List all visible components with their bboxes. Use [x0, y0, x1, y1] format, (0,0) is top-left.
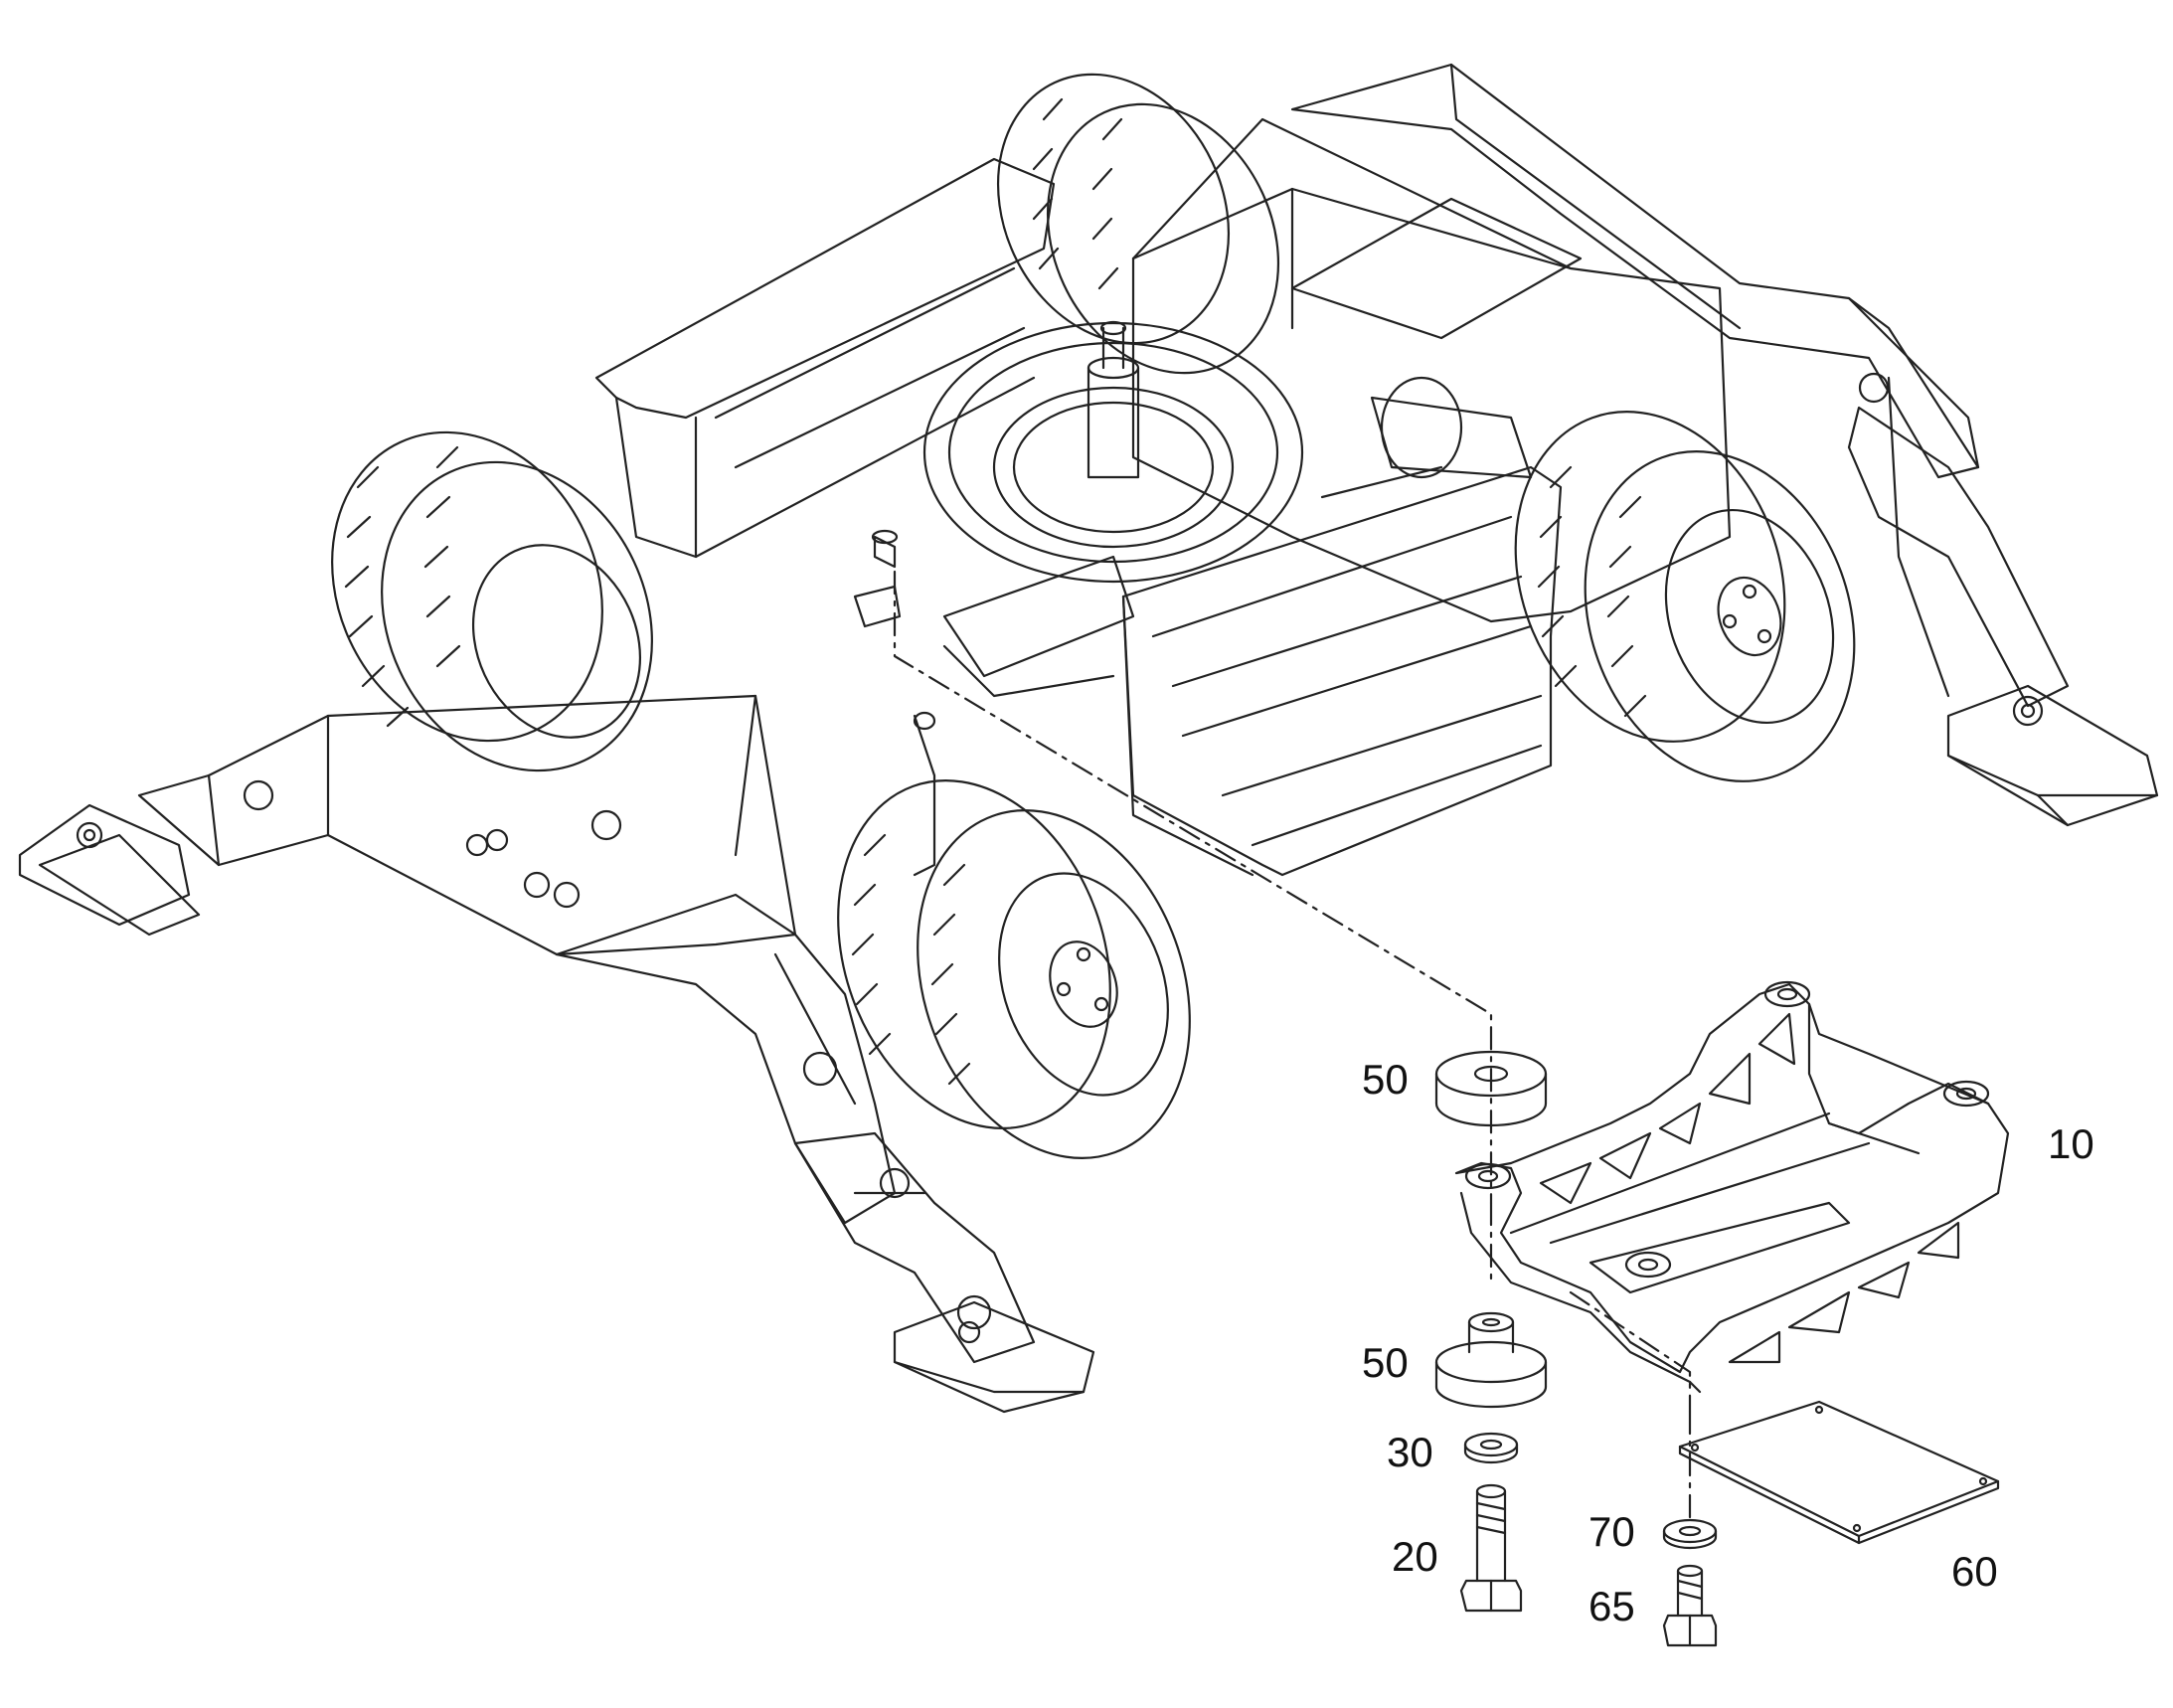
callout-10: 10 — [2048, 1120, 2094, 1167]
washer-70 — [1662, 1518, 1718, 1550]
mounting-frame — [1454, 980, 2010, 1394]
rubber-mount-lower — [1434, 1311, 1548, 1409]
bolt-65 — [1662, 1564, 1718, 1647]
callout-65: 65 — [1588, 1583, 1635, 1629]
callout-20: 20 — [1392, 1533, 1438, 1580]
front-left-wheels — [837, 779, 1191, 1159]
callout-labels: 10 50 50 30 20 70 65 60 — [1362, 1056, 2094, 1629]
chassis-drawing — [18, 63, 2159, 1523]
slewing-ring — [922, 320, 1304, 584]
plate-60 — [1678, 1400, 2000, 1545]
callout-70: 70 — [1588, 1508, 1635, 1555]
rear-left-wheels — [331, 430, 653, 772]
rear-right-wheels — [996, 73, 1280, 375]
loose-bushing-parts — [853, 529, 902, 628]
callout-50-lower: 50 — [1362, 1339, 1409, 1386]
front-right-wheels — [1514, 411, 1856, 782]
bolt-20 — [1459, 1483, 1523, 1613]
callout-30: 30 — [1387, 1429, 1433, 1475]
rubber-mount-upper — [1434, 1050, 1548, 1127]
washer-30 — [1463, 1432, 1519, 1464]
callout-60: 60 — [1951, 1548, 1998, 1595]
callout-50-upper: 50 — [1362, 1056, 1409, 1103]
